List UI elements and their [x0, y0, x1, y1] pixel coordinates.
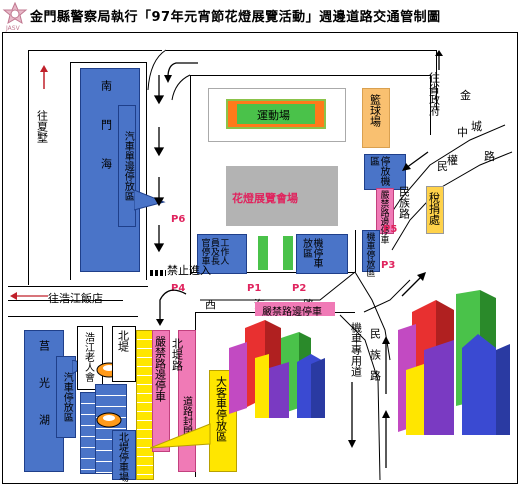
- label-to-provincial: 往省政府: [427, 72, 441, 116]
- label-minzu-no-park: 嚴禁路邊停車: [378, 190, 389, 244]
- label-bus-parking: 大客車停放區: [214, 376, 228, 442]
- road-edge: [190, 272, 355, 273]
- curve-arrow-icon: [156, 289, 187, 326]
- label-nanmen-sea: 南門海: [99, 80, 113, 197]
- road-edge: [436, 50, 437, 110]
- label-staff-car: 工作人員及長官停車: [199, 238, 229, 265]
- road-edge: [8, 316, 138, 317]
- label-beiti-parking: 北堤停車場: [116, 432, 128, 482]
- label-motor-lot-b: 機車停放區: [364, 232, 375, 277]
- up-arrow-icon: [382, 410, 390, 468]
- beiti-no-park-1: [152, 330, 170, 452]
- label-cheng: 城: [471, 120, 482, 133]
- label-haojiang-elder: 浩江老人會: [82, 332, 94, 382]
- map-frame: [2, 32, 518, 484]
- car-motor-lot-left: 汽車單邊停放區: [118, 105, 136, 227]
- point-p3: P3: [381, 260, 396, 271]
- beiti-parking-lot: [112, 430, 136, 480]
- label-road-closed: 道路封閉: [180, 396, 192, 436]
- road-edge: [146, 62, 147, 280]
- label-juguang: 莒光湖: [37, 340, 51, 451]
- ximen-no-park-strip: [255, 302, 335, 316]
- label-zhong: 中: [457, 126, 468, 139]
- road-edge: [166, 50, 436, 51]
- point-p6: P6: [171, 214, 186, 225]
- down-arrows-icon: [153, 75, 165, 253]
- left-curve-arrow-icon: [164, 62, 198, 83]
- green-bar-right: [283, 236, 293, 270]
- city-buildings-icon: [229, 320, 325, 418]
- car-icon: [96, 412, 122, 428]
- label-lantern-hall: 花燈展覽會場: [232, 192, 298, 205]
- label-beiti-no-park: 嚴禁路邊停車: [153, 336, 167, 402]
- label-beiti-road-right: 北堤路: [170, 338, 184, 371]
- callout-pointer: [150, 423, 211, 449]
- callout-pointer: [134, 190, 166, 211]
- road-edge: [190, 75, 191, 275]
- motor-lot-a: [296, 234, 348, 274]
- staff-car-lot: [197, 234, 247, 274]
- road-edge: [355, 230, 356, 272]
- up-arrow-icon: [382, 336, 390, 394]
- green-bar-left: [258, 236, 268, 270]
- logo: JASV: [2, 1, 28, 32]
- road-edge: [28, 50, 29, 285]
- road-edge: [430, 75, 431, 135]
- label-beiti-left: 北堤: [116, 330, 130, 352]
- parking-grid-left-2: [80, 392, 96, 474]
- logo-text: JASV: [6, 25, 20, 32]
- label-lu: 路: [484, 150, 495, 163]
- basketball-court: [362, 88, 390, 148]
- road-edge: [190, 75, 430, 76]
- label-minzu-road-top: 民族路: [397, 186, 411, 219]
- city-buildings-icon: [398, 290, 510, 435]
- road-edge: [70, 62, 146, 63]
- haojiang-elder: [77, 326, 103, 390]
- down-arrow-icon: [348, 382, 356, 448]
- sports-field-inner: [237, 104, 315, 124]
- point-p4: P4: [171, 283, 186, 294]
- police-badge-icon: [2, 1, 28, 25]
- beiti-parking: [112, 326, 136, 382]
- up-arrow-icon: [435, 50, 443, 70]
- label-ximen-no-park: 嚴禁路邊停車: [262, 307, 322, 318]
- label-tax-office: 稅捐處: [427, 192, 441, 225]
- diagonal-arrow-icon: [401, 272, 426, 297]
- label-jin: 金: [460, 89, 471, 102]
- point-p5: P5: [383, 224, 398, 235]
- minzu-no-park: [376, 188, 394, 234]
- road-edge: [28, 50, 162, 51]
- label-motor-lot-c: 停放機區: [367, 156, 390, 186]
- motor-lot-b: [362, 230, 380, 272]
- road-edge: [70, 62, 71, 280]
- up-arrow-icon: [40, 65, 48, 89]
- point-p2: P2: [292, 283, 307, 294]
- lantern-hall: [226, 166, 338, 226]
- label-no-entry: 禁止進入: [167, 264, 211, 277]
- label-basketball: 籃球場: [368, 94, 382, 127]
- point-p1: P1: [247, 283, 262, 294]
- barrier-icon: [150, 270, 166, 276]
- juguang-car-lot: 汽車停放區: [56, 356, 76, 438]
- label-quan: 權: [447, 154, 458, 167]
- page-title: 金門縣警察局執行「97年元宵節花燈展覽活動」週邊道路交通管制圖: [30, 10, 441, 25]
- label-sports-field: 運動場: [257, 109, 290, 122]
- label-minzu-road-right: 民族路: [368, 328, 382, 391]
- left-arrow-icon: [10, 292, 48, 300]
- label-motorcycle-only: 機車專用道: [349, 322, 363, 377]
- road-edge: [8, 286, 148, 287]
- road-edge: [8, 300, 123, 301]
- label-min: 民: [437, 160, 448, 173]
- label-to-haojiang: 往浩江飯店: [48, 292, 103, 305]
- label-to-fuxia: 往夏墅: [35, 110, 49, 143]
- motor-lot-c: [364, 154, 406, 190]
- label-motor-lot-a: 機停車放區: [300, 238, 323, 268]
- diagonal-arrow-icon: [402, 151, 429, 171]
- tax-office: [426, 186, 444, 234]
